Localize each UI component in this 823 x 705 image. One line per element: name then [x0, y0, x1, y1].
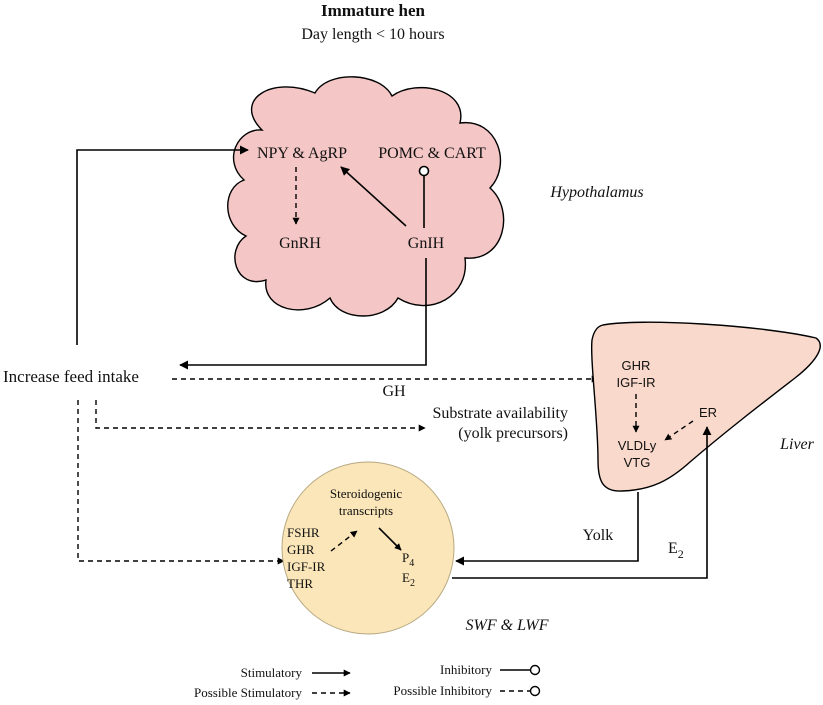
- p4-label: P4: [402, 550, 414, 569]
- inhibitory-end-circle: [418, 165, 430, 177]
- gnih-to-feed-intake-arrow: [179, 258, 427, 370]
- liver-er: ER: [699, 405, 717, 420]
- receptor-thr: THR: [287, 576, 313, 591]
- legend-inhibitory-label: Inhibitory: [440, 662, 492, 677]
- npy-agrp-node: NPY & AgRP: [257, 145, 347, 162]
- receptor-igf-ir: IGF-IR: [287, 559, 326, 574]
- gnrh-node: GnRH: [279, 235, 321, 252]
- liver-vtg: VTG: [624, 455, 651, 470]
- substrate-dashed-arrow: [95, 400, 426, 432]
- liver-label: Liver: [779, 436, 815, 453]
- legend-possible-stimulatory-label: Possible Stimulatory: [194, 685, 302, 700]
- feed-intake-to-npy-arrow: [76, 145, 249, 345]
- legend-stimulatory-label: Stimulatory: [241, 665, 303, 680]
- yolk-label: Yolk: [583, 527, 613, 544]
- e2-follicle-label: E2: [402, 570, 415, 589]
- diagram-subtitle: Day length < 10 hours: [301, 26, 444, 43]
- follicle-label: SWF & LWF: [466, 617, 549, 634]
- feed-intake-node: Increase feed intake: [3, 367, 139, 386]
- feed-to-follicle-dashed-arrow: [77, 400, 285, 565]
- e2-to-liver-arrow: [452, 426, 712, 579]
- liver-vldly: VLDLy: [618, 438, 657, 453]
- pomc-cart-node: POMC & CART: [378, 145, 486, 162]
- legend-possible-inhibitory-circle: [529, 685, 541, 697]
- substrate-line-2: (yolk precursors): [458, 425, 568, 442]
- hypothalamus-cloud: [227, 76, 505, 317]
- receptor-fshr: FSHR: [287, 525, 320, 540]
- receptors-to-transcripts-dashed-arrow: [330, 530, 358, 552]
- liver-igf-ir: IGF-IR: [617, 375, 656, 390]
- substrate-line-1: Substrate availability: [432, 405, 568, 422]
- steroidogenic-line-1: Steroidogenic: [330, 486, 402, 501]
- follicle-circle: [281, 461, 455, 635]
- er-to-vldly-dashed-arrow: [664, 420, 694, 441]
- hypothalamus-label: Hypothalamus: [549, 184, 643, 201]
- steroidogenic-line-2: transcripts: [339, 503, 393, 518]
- e2-label: E2: [668, 540, 684, 561]
- receptor-ghr: GHR: [287, 542, 315, 557]
- liver-shape: [590, 321, 821, 492]
- diagram-title: Immature hen: [321, 1, 426, 20]
- gnih-to-npy-arrow: [340, 166, 407, 227]
- liver-ghr: GHR: [622, 358, 651, 373]
- legend-inhibitory-circle: [529, 664, 541, 676]
- gnih-node: GnIH: [408, 235, 445, 252]
- yolk-arrow: [455, 492, 639, 566]
- transcripts-to-hormones-arrow: [378, 527, 402, 551]
- gh-label: GH: [382, 383, 406, 400]
- legend-possible-inhibitory-label: Possible Inhibitory: [393, 683, 492, 698]
